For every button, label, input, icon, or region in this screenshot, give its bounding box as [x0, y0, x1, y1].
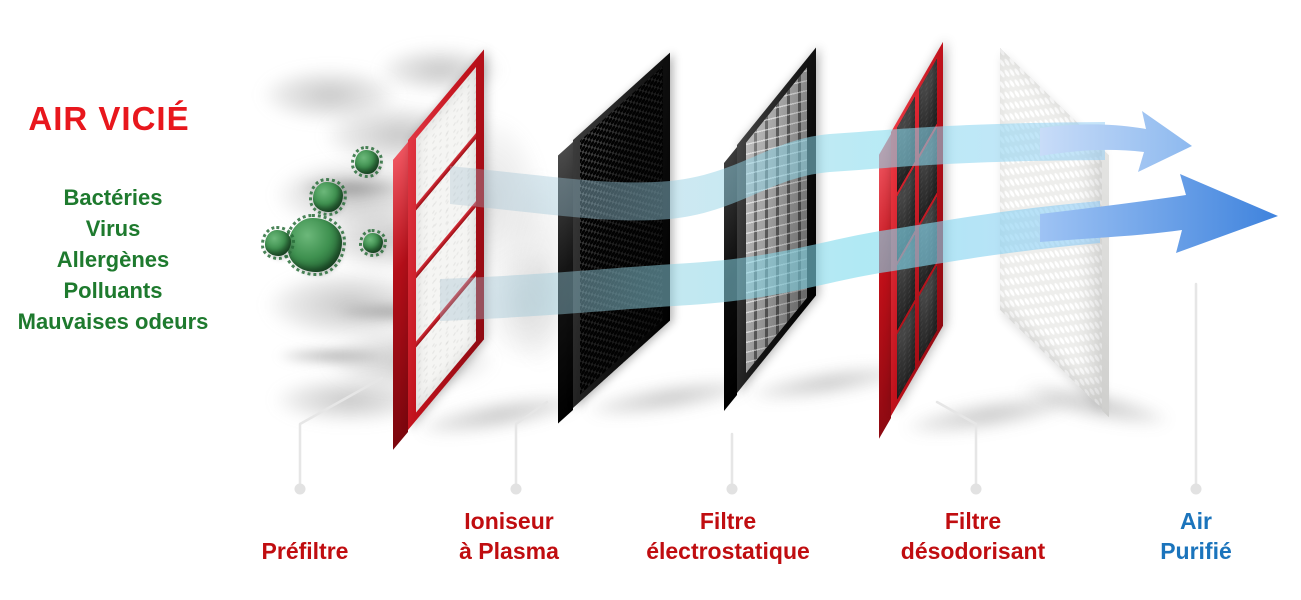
virus-particle [351, 146, 383, 178]
pollutant-item: Virus [85, 216, 141, 241]
deodorising-filter-cells [897, 58, 937, 400]
virus-particle [284, 214, 346, 276]
prefilter-fabric [416, 66, 476, 413]
dirty-air-title: AIR VICIÉ [28, 100, 190, 137]
stage-label-line: à Plasma [459, 538, 559, 564]
smoke-streak [262, 345, 402, 367]
prefilter-frame [408, 49, 484, 430]
stage-label-line: Air [1180, 508, 1212, 534]
deodorising-filter-panel [879, 41, 943, 439]
pollutant-item: Mauvaises odeurs [17, 309, 209, 334]
prefilter-divider [416, 200, 476, 279]
pollutant-list: Bactéries Virus Allergènes Polluants Mau… [0, 182, 226, 337]
outlet-perforated-face [1000, 48, 1102, 409]
stage-label-line: Préfiltre [261, 538, 349, 564]
virus-particle [359, 229, 387, 257]
virus-particle [261, 226, 295, 260]
stage-label-plasma-ioniser: Ioniseur à Plasma [414, 500, 604, 566]
stage-label-line: Purifié [1160, 538, 1232, 564]
stage-label-deodorising-filter: Filtre désodorisant [853, 500, 1093, 566]
plasma-ioniser-honeycomb [580, 65, 663, 395]
electrostatic-filter-frame [737, 47, 816, 394]
electrostatic-filter-panel-edge [724, 147, 737, 412]
smoke-cloud [360, 40, 520, 100]
electrostatic-filter-slats [746, 67, 807, 373]
prefilter-panel [393, 49, 484, 450]
electrostatic-filter-panel [724, 47, 816, 412]
prefilter-panel-edge [393, 142, 408, 450]
stage-label-line: Filtre [699, 508, 757, 534]
deodorising-filter-panel-edge [879, 134, 891, 439]
stage-label-electrostatic-filter: Filtre électrostatique [608, 500, 848, 566]
pollutant-item: Polluants [63, 278, 163, 303]
stage-label-line: Ioniseur [464, 508, 554, 534]
prefilter-divider [416, 132, 476, 210]
virus-particle [309, 178, 347, 216]
prefilter-divider [416, 269, 476, 347]
plasma-ioniser-panel [558, 52, 670, 424]
pollutant-item: Allergènes [56, 247, 170, 272]
plasma-ioniser-panel-edge [558, 142, 573, 424]
smoke-cloud [240, 60, 420, 130]
stage-label-line: désodorisant [900, 538, 1046, 564]
stage-label-purified-air: Air Purifié [1131, 500, 1261, 566]
stage-label-line: électrostatique [646, 538, 810, 564]
outlet-perforated-panel [1000, 48, 1109, 418]
label-leader-dots [294, 483, 1202, 495]
stage-label-line: Filtre [944, 508, 1002, 534]
pollutant-item: Bactéries [63, 185, 163, 210]
deodorising-filter-frame [891, 41, 943, 417]
plasma-ioniser-frame [573, 52, 670, 409]
outlet-perforated-edge [1102, 148, 1109, 418]
stage-label-prefilter: Préfiltre [210, 500, 400, 566]
